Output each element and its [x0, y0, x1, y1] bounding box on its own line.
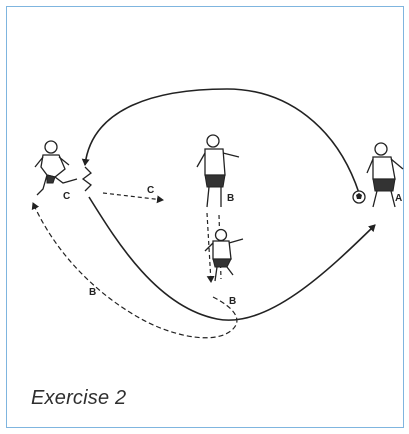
soccer-ball-icon	[352, 190, 366, 204]
label-player-c: C	[63, 191, 70, 202]
pass-c-to-b-dashed	[102, 192, 164, 204]
player-b-bottom-figure	[204, 228, 244, 282]
label-path-b: B	[89, 287, 96, 298]
player-a-figure	[366, 142, 404, 208]
run-b-vertical-dashed-2	[218, 214, 222, 280]
pass-c-to-a-curve	[88, 196, 376, 321]
pass-a-to-c-arc	[81, 88, 360, 194]
dribble-zigzag	[81, 166, 92, 192]
figure-frame: C C B B B A Exercise 2	[6, 6, 404, 428]
run-b-loop-dashed	[31, 202, 238, 339]
label-player-a: A	[395, 193, 402, 204]
player-c-figure	[34, 140, 78, 196]
player-b-top-figure	[196, 134, 240, 208]
figure-caption: Exercise 2	[31, 387, 127, 409]
label-player-b-bottom: B	[229, 296, 236, 307]
run-b-vertical-dashed	[206, 212, 215, 283]
exercise-diagram: C C B B B A	[31, 88, 404, 339]
label-player-b-top: B	[227, 193, 234, 204]
label-path-c: C	[147, 185, 154, 196]
